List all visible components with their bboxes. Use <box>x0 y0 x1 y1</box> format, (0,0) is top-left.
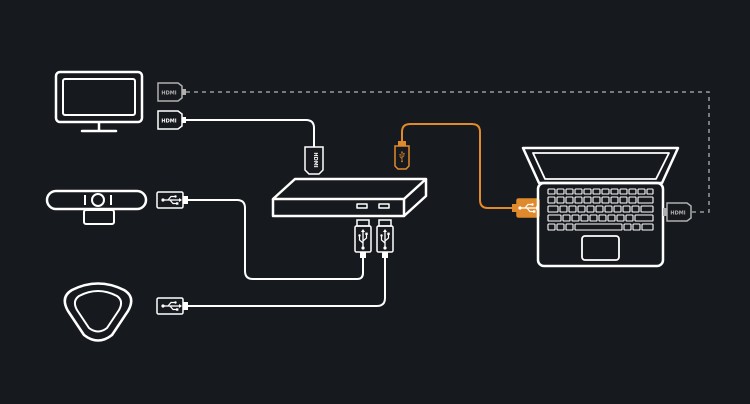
hdmi-connector-hub: HDMI <box>304 146 324 175</box>
camera-icon <box>45 189 148 225</box>
hub-icon <box>271 177 428 218</box>
hdmi-connector-laptop: HDMI <box>663 202 692 222</box>
hdmi-connector-monitor: HDMI <box>157 110 186 130</box>
laptop-icon <box>521 146 680 268</box>
monitor-icon <box>54 70 144 133</box>
usb-cable-speakerphone-hub <box>188 258 386 307</box>
usb-connector-hub-laptop <box>394 141 410 170</box>
usb-connector-laptop <box>512 198 540 218</box>
hdmi-label: HDMI <box>312 152 318 167</box>
usb-connector-speakerphone <box>156 297 188 315</box>
hdmi-label: HDMI <box>161 91 176 97</box>
speakerphone-icon <box>63 282 133 342</box>
trackpad <box>581 235 620 261</box>
usb-connector-hub-1 <box>354 219 372 258</box>
hdmi-label: HDMI <box>670 211 685 217</box>
hdmi-cable-monitor-hub <box>186 119 315 147</box>
hdmi-connector-monitor-dashed: HDMI <box>157 82 186 102</box>
dashed-hdmi-cable <box>186 91 710 213</box>
usb-cable-camera-hub <box>188 199 364 280</box>
hdmi-label: HDMI <box>161 119 176 125</box>
usb-cable-hub-laptop <box>401 123 512 209</box>
keyboard-icon <box>547 188 654 231</box>
usb-connector-hub-2 <box>376 219 394 258</box>
usb-connector-camera <box>156 191 188 209</box>
